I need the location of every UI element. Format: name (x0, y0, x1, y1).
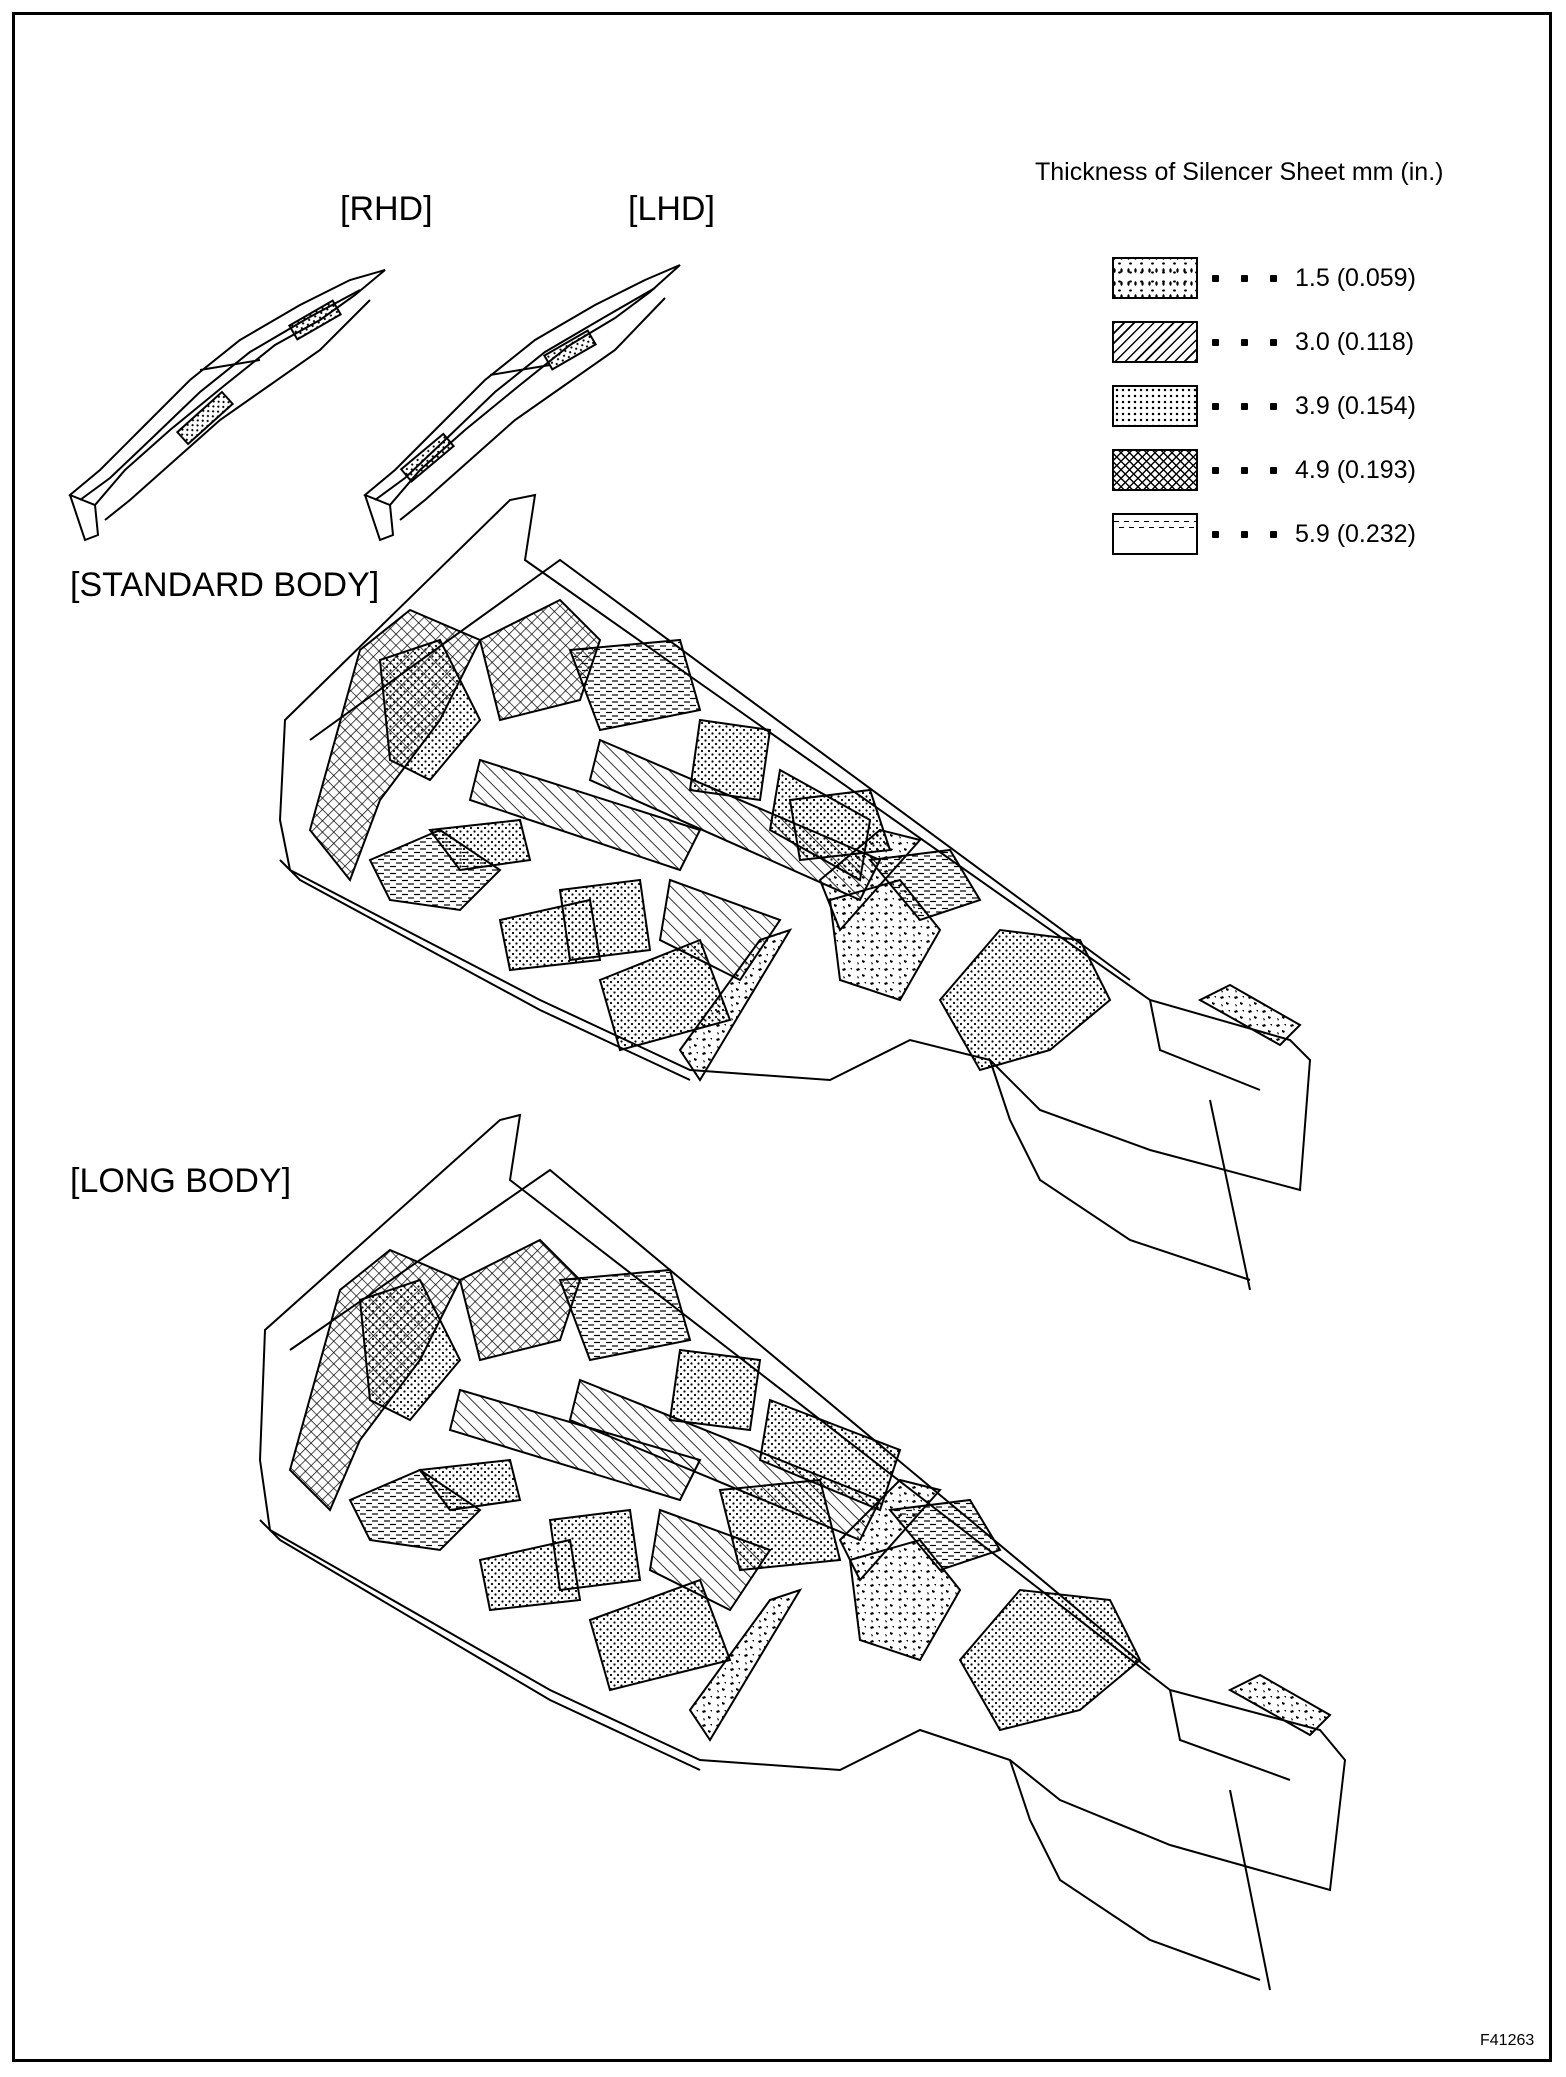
long-body-label: [LONG BODY] (70, 1162, 292, 1200)
legend-swatch-diagonal-hatch (1112, 321, 1198, 363)
legend-leader-dots (1212, 402, 1277, 410)
rhd-label: [RHD] (340, 190, 433, 228)
legend-swatch-cross-hatch (1112, 449, 1198, 491)
lhd-crossmember-drawing (363, 264, 681, 542)
legend-row-2: 3.0 (0.118) (1112, 320, 1414, 364)
legend-swatch-speckle (1112, 257, 1198, 299)
legend-leader-dots (1212, 274, 1277, 282)
lhd-label: [LHD] (628, 190, 715, 228)
legend-value: 3.0 (0.118) (1295, 327, 1415, 356)
figure-frame (12, 12, 1552, 2062)
standard-body-label: [STANDARD BODY] (70, 566, 380, 604)
legend-title: Thickness of Silencer Sheet mm (in.) (1035, 158, 1444, 186)
standard-body-floor-drawing (278, 493, 1312, 1291)
legend-value: 1.5 (0.059) (1295, 263, 1416, 292)
legend-value: 4.9 (0.193) (1295, 455, 1416, 484)
legend-row-5: 5.9 (0.232) (1112, 512, 1416, 556)
legend-row-1: 1.5 (0.059) (1112, 256, 1416, 300)
long-body-floor-drawing (258, 1113, 1347, 1991)
legend-swatch-dashes (1112, 513, 1198, 555)
legend-value: 3.9 (0.154) (1295, 391, 1416, 420)
legend-row-3: 3.9 (0.154) (1112, 384, 1416, 428)
legend-row-4: 4.9 (0.193) (1112, 448, 1416, 492)
legend-value: 5.9 (0.232) (1295, 519, 1416, 548)
legend-leader-dots (1212, 338, 1277, 346)
figure-code: F41263 (1480, 2032, 1535, 2049)
legend-leader-dots (1212, 530, 1277, 538)
legend-swatch-dots (1112, 385, 1198, 427)
legend-leader-dots (1212, 466, 1277, 474)
rhd-crossmember-drawing (68, 269, 386, 542)
